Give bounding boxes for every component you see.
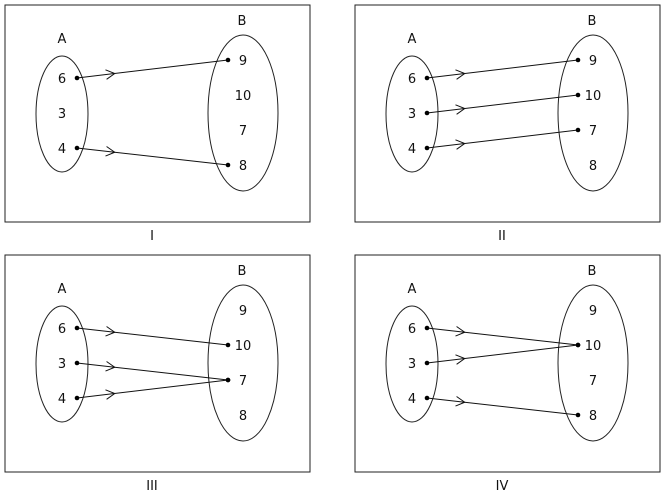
mapping-arrow — [424, 127, 581, 151]
end-dot — [225, 162, 231, 168]
set-b-element: 9 — [589, 304, 597, 319]
panel-caption: II — [498, 229, 506, 244]
set-b-oval — [557, 284, 629, 442]
mapping-arrow — [424, 342, 581, 366]
end-dot — [575, 57, 581, 63]
set-b-label: B — [588, 14, 597, 29]
start-dot — [74, 395, 80, 401]
panel-1: A B 6 3 4 9 10 7 8I — [4, 4, 311, 244]
panel-caption: IV — [496, 479, 509, 494]
set-a-element: 6 — [58, 322, 66, 337]
arrowhead — [105, 361, 116, 372]
panel-frame — [4, 254, 311, 473]
start-dot — [424, 75, 430, 81]
start-dot — [74, 145, 80, 151]
start-dot — [424, 395, 430, 401]
set-b-element: 10 — [585, 339, 602, 354]
start-dot — [424, 110, 430, 116]
end-dot — [575, 127, 581, 133]
panel-frame — [354, 254, 661, 473]
mapping-arrow — [74, 145, 231, 168]
arrowhead — [105, 69, 116, 80]
start-dot — [424, 145, 430, 151]
arrowhead — [455, 139, 466, 150]
set-b-element: 10 — [585, 89, 602, 104]
panel-2: A B 6 3 4 9 10 7 8II — [354, 4, 661, 244]
mapping-arrow — [74, 377, 231, 401]
end-dot — [575, 412, 581, 418]
panel-frame — [354, 4, 661, 223]
arrowhead — [105, 326, 116, 337]
end-dot — [575, 92, 581, 98]
arrowhead — [455, 396, 466, 407]
panel-caption: I — [150, 229, 154, 244]
set-b-element: 9 — [239, 304, 247, 319]
set-a-oval — [385, 55, 439, 173]
start-dot — [424, 325, 430, 331]
start-dot — [74, 325, 80, 331]
arrowhead — [455, 69, 466, 80]
panel-frame — [4, 4, 311, 223]
set-b-element: 10 — [235, 339, 252, 354]
set-a-label: A — [408, 32, 417, 47]
set-b-label: B — [238, 14, 247, 29]
start-dot — [74, 75, 80, 81]
set-a-element: 3 — [408, 357, 416, 372]
set-b-label: B — [588, 264, 597, 279]
set-b-label: B — [238, 264, 247, 279]
set-b-oval — [207, 284, 279, 442]
set-a-element: 4 — [408, 142, 416, 157]
set-a-oval — [385, 305, 439, 423]
set-a-element: 4 — [58, 142, 66, 157]
set-b-oval — [207, 34, 279, 192]
set-a-element: 6 — [408, 72, 416, 87]
mapping-arrow — [424, 57, 581, 81]
end-dot — [225, 57, 231, 63]
start-dot — [74, 360, 80, 366]
set-a-oval — [35, 55, 89, 173]
set-b-element: 7 — [589, 374, 597, 389]
set-b-oval — [557, 34, 629, 192]
mapping-arrow — [424, 92, 581, 116]
start-dot — [424, 360, 430, 366]
set-a-element: 3 — [58, 357, 66, 372]
arrowhead — [455, 354, 466, 365]
arrowhead — [455, 104, 466, 115]
set-b-element: 8 — [239, 409, 247, 424]
set-b-element: 7 — [239, 124, 247, 139]
set-a-element: 3 — [408, 107, 416, 122]
set-b-element: 8 — [589, 409, 597, 424]
arrowhead — [455, 326, 466, 337]
set-b-element: 10 — [235, 89, 252, 104]
arrowhead — [105, 146, 116, 157]
mapping-arrow — [74, 325, 231, 348]
arrowhead — [105, 389, 116, 400]
set-a-label: A — [58, 32, 67, 47]
set-b-element: 7 — [239, 374, 247, 389]
set-a-label: A — [58, 282, 67, 297]
set-b-element: 8 — [239, 159, 247, 174]
set-b-element: 9 — [239, 54, 247, 69]
mapping-arrow — [424, 395, 581, 418]
set-a-element: 4 — [408, 392, 416, 407]
set-b-element: 9 — [589, 54, 597, 69]
set-a-element: 6 — [58, 72, 66, 87]
mapping-arrow — [74, 57, 231, 81]
end-dot — [225, 377, 231, 383]
set-b-element: 7 — [589, 124, 597, 139]
set-a-element: 4 — [58, 392, 66, 407]
set-a-element: 6 — [408, 322, 416, 337]
panel-caption: III — [146, 479, 158, 494]
set-a-label: A — [408, 282, 417, 297]
end-dot — [575, 342, 581, 348]
set-b-element: 8 — [589, 159, 597, 174]
set-a-element: 3 — [58, 107, 66, 122]
end-dot — [225, 342, 231, 348]
panel-4: A B 6 3 4 9 10 7 8IV — [354, 254, 661, 494]
